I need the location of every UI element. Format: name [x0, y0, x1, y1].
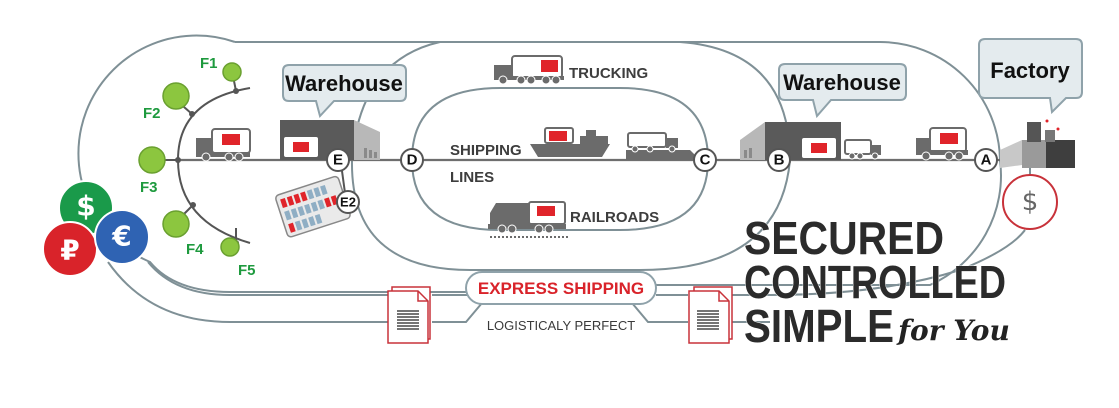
e-to-e2-connector [341, 170, 346, 194]
supplier-label-f5: F5 [238, 262, 256, 279]
middle-route-loop [350, 41, 792, 271]
document-icon-right [688, 286, 733, 344]
express-shipping-badge[interactable]: EXPRESS SHIPPING [465, 271, 657, 305]
payment-dollar-icon: $ [1002, 174, 1058, 230]
inner-shipping-loop [410, 87, 710, 231]
supplier-node-f1[interactable] [222, 62, 242, 82]
outer-route-loop [235, 41, 1002, 286]
currency-line-lower [107, 261, 388, 323]
svg-text:$: $ [76, 190, 95, 223]
euro-coin-icon: € [94, 209, 150, 265]
currency-line-upper [147, 261, 388, 296]
warehouse-building-icon [740, 122, 841, 160]
document-icon-left [387, 286, 431, 344]
svg-text:B: B [774, 152, 785, 169]
slogan-line-1: SECURED [744, 212, 944, 264]
svg-text:D: D [407, 152, 418, 169]
junction-dot [233, 88, 239, 94]
supplier-node-f5[interactable] [220, 237, 240, 257]
supplier-label-f4: F4 [186, 241, 204, 258]
factory-building-icon [1000, 119, 1075, 168]
svg-text:€: € [111, 220, 131, 253]
doc-left-to-express [432, 294, 483, 323]
svg-text:$: $ [1022, 187, 1039, 217]
doc-right-to-payment [732, 229, 1026, 323]
svg-text:E2: E2 [340, 195, 356, 210]
supplier-label-f1: F1 [200, 55, 218, 72]
small-truck-icon [844, 139, 881, 160]
node-d[interactable]: D [400, 148, 424, 172]
junction-dot [189, 111, 195, 117]
express-shipping-label: EXPRESS SHIPPING [478, 279, 644, 298]
truck-icon [196, 128, 251, 162]
left-outer-arc [77, 34, 470, 293]
svg-text:₽: ₽ [60, 234, 79, 267]
truck-icon [916, 127, 968, 161]
locomotive-icon [488, 201, 570, 238]
inventory-panel-icon [275, 175, 351, 238]
warehouse-right-label: Warehouse [783, 70, 901, 95]
warehouse-building-icon [280, 120, 380, 160]
slogan-line-2: CONTROLLED [744, 256, 1006, 308]
node-c[interactable]: C [693, 148, 717, 172]
warehouse-left-callout: Warehouse [282, 64, 407, 119]
slogan-line-3: SIMPLE [744, 300, 894, 352]
slogan-script: for You [896, 314, 1010, 347]
supplier-node-f2[interactable] [162, 82, 190, 110]
shipping-lines-label-2: LINES [450, 169, 494, 186]
railroads-label: RAILROADS [570, 209, 659, 226]
flatbed-truck-icon [626, 132, 700, 160]
supplier-node-f4[interactable] [162, 210, 190, 238]
supplier-node-f3[interactable] [138, 146, 166, 174]
svg-text:C: C [700, 152, 711, 169]
supplier-label-f3: F3 [140, 179, 158, 196]
svg-text:A: A [981, 152, 992, 169]
node-e2[interactable]: E2 [336, 190, 360, 214]
supplier-label-f2: F2 [143, 105, 161, 122]
express-subtitle: LOGISTICALY PERFECT [487, 318, 635, 333]
junction-dot [175, 157, 181, 163]
tanker-truck-icon [494, 55, 564, 85]
warehouse-left-label: Warehouse [285, 71, 403, 96]
node-a[interactable]: A [974, 148, 998, 172]
warehouse-right-callout: Warehouse [778, 63, 907, 119]
shipping-lines-label-1: SHIPPING [450, 142, 522, 159]
node-b[interactable]: B [767, 148, 791, 172]
svg-text:E: E [333, 152, 343, 169]
trucking-label: TRUCKING [569, 65, 648, 82]
junction-dot [190, 202, 196, 208]
factory-label: Factory [990, 58, 1070, 83]
node-e[interactable]: E [326, 148, 350, 172]
factory-callout: Factory [978, 38, 1083, 115]
cargo-ship-icon [530, 127, 610, 157]
doc-right-to-express [631, 294, 688, 323]
ruble-coin-icon: ₽ [42, 221, 98, 277]
